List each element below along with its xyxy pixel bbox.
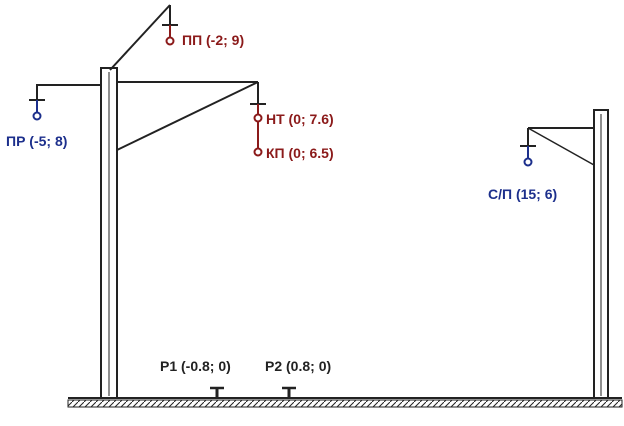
cantilever-console [116,81,259,151]
kp-label: КП (0; 6.5) [266,145,334,161]
nt-label: НТ (0; 7.6) [266,111,334,127]
sp-label: С/П (15; 6) [488,186,558,202]
left-support-pole [100,67,118,399]
rail-r2 [282,386,296,398]
sp-insulator [520,145,536,167]
pp-insulator [162,5,178,46]
rail-r1 [210,386,224,398]
pr-label: ПР (-5; 8) [6,133,68,149]
nt-wire-point [253,113,263,123]
ground [67,397,623,408]
pr-bracket [36,84,101,100]
kp-wire-point [253,147,263,157]
pr-insulator [29,99,45,121]
pp-label: ПП (-2; 9) [182,32,245,48]
r1-label: Р1 (-0.8; 0) [160,358,231,374]
r2-label: Р2 (0.8; 0) [265,358,332,374]
right-support-pole [593,109,609,399]
nt-kp-insulator [250,103,266,157]
sp-bracket [527,127,595,166]
feeder-bracket [109,4,171,71]
